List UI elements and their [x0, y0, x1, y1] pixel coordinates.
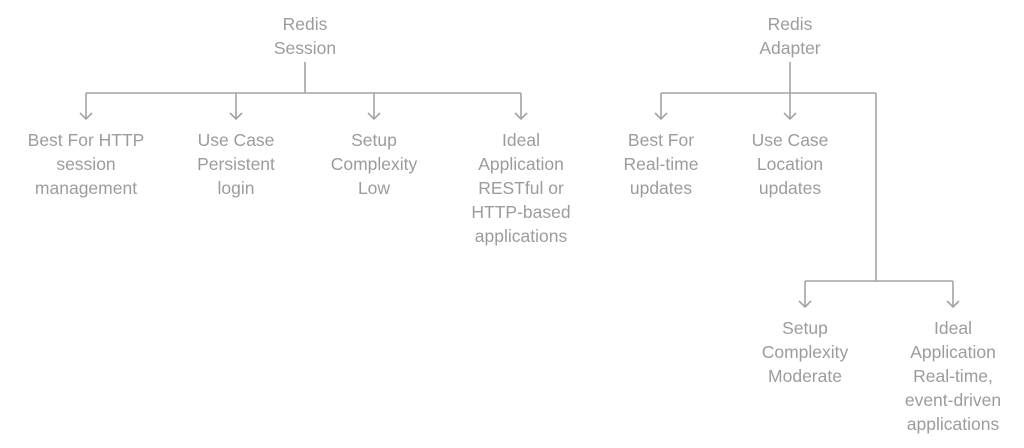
node-line: Application: [910, 342, 996, 362]
node-line: Moderate: [768, 366, 842, 386]
node-line: Session: [273, 38, 337, 58]
node-line: Redis: [767, 14, 813, 34]
arrowhead-adapter-best-for: [654, 112, 668, 121]
node-session-best-for: Best For HTTP session management: [6, 128, 166, 200]
node-line: Adapter: [759, 38, 821, 58]
node-line: Complexity: [330, 154, 418, 174]
node-line: Redis: [282, 14, 328, 34]
node-line: Low: [357, 178, 391, 198]
node-line: Persistent: [197, 154, 275, 174]
node-line: Real-time: [623, 154, 699, 174]
node-redis-session: Redis Session: [245, 12, 365, 60]
arrowhead-adapter-use-case: [783, 112, 797, 121]
node-adapter-ideal-application: Ideal Application Real-time, event-drive…: [884, 316, 1022, 436]
node-redis-adapter: Redis Adapter: [730, 12, 850, 60]
node-line: Use Case: [197, 130, 275, 150]
node-line: session: [56, 154, 116, 174]
node-line: Best For: [627, 130, 695, 150]
arrowhead-session-use-case: [229, 112, 243, 121]
node-line: management: [34, 178, 138, 198]
node-line: RESTful or: [478, 178, 564, 198]
node-session-setup-complexity: Setup Complexity Low: [309, 128, 439, 200]
node-line: Ideal: [934, 318, 972, 338]
node-line: updates: [758, 178, 822, 198]
arrowhead-session-best-for: [79, 112, 93, 121]
node-line: updates: [629, 178, 693, 198]
arrowhead-session-setup: [367, 112, 381, 121]
node-line: applications: [906, 414, 1000, 434]
node-line: Use Case: [751, 130, 829, 150]
node-adapter-use-case: Use Case Location updates: [727, 128, 853, 200]
arrowhead-session-ideal: [514, 112, 528, 121]
node-session-ideal-application: Ideal Application RESTful or HTTP-based …: [451, 128, 591, 248]
node-line: login: [217, 178, 255, 198]
node-line: Application: [478, 154, 564, 174]
node-line: Complexity: [761, 342, 849, 362]
node-line: Setup: [782, 318, 828, 338]
node-adapter-best-for: Best For Real-time updates: [596, 128, 726, 200]
node-line: HTTP-based: [471, 202, 571, 222]
arrowhead-adapter-setup: [798, 300, 812, 309]
node-line: Best For HTTP: [27, 130, 145, 150]
node-line: Real-time,: [913, 366, 993, 386]
node-line: event-driven: [904, 390, 1002, 410]
node-line: Ideal: [502, 130, 540, 150]
node-line: applications: [474, 226, 568, 246]
arrowhead-adapter-ideal: [946, 300, 960, 309]
node-line: Location: [756, 154, 824, 174]
node-session-use-case: Use Case Persistent login: [171, 128, 301, 200]
node-adapter-setup-complexity: Setup Complexity Moderate: [740, 316, 870, 388]
node-line: Setup: [351, 130, 397, 150]
